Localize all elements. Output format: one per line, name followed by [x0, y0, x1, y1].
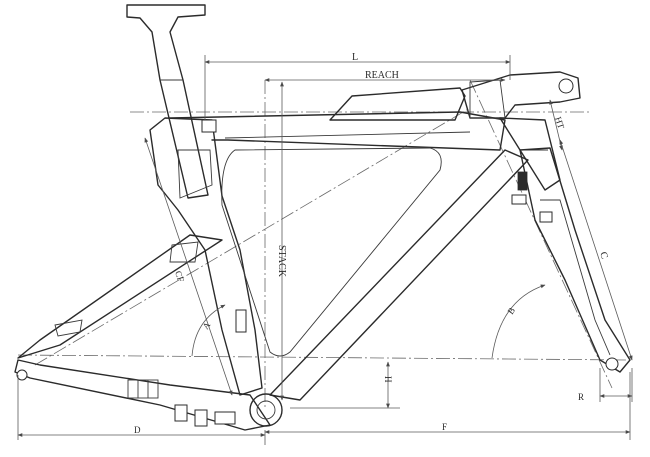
label-ht: HT — [553, 116, 566, 131]
dim-h: H — [290, 361, 400, 409]
dim-l: L — [204, 52, 511, 120]
dim-a: A — [191, 304, 226, 357]
dim-d: D — [17, 375, 266, 445]
seat-stay — [17, 234, 223, 359]
dim-stack: STACK — [276, 81, 287, 401]
down-tube — [269, 149, 529, 401]
dim-c: C — [559, 139, 633, 361]
dim-f: F — [264, 372, 631, 440]
dim-b: B — [491, 284, 546, 359]
label-l: L — [352, 52, 358, 63]
label-c: C — [597, 251, 610, 261]
dim-reach: REACH — [264, 70, 506, 82]
dim-r: R — [578, 368, 633, 402]
bottom-bracket — [174, 393, 283, 427]
seatpost — [126, 4, 209, 199]
dim-cf: CF — [144, 137, 233, 396]
fork — [511, 147, 631, 373]
label-d: D — [134, 425, 141, 435]
label-reach: REACH — [365, 70, 399, 81]
label-r: R — [578, 392, 584, 402]
head-tube-and-cockpit — [329, 71, 581, 191]
label-h: H — [383, 376, 393, 383]
center-lines — [17, 79, 631, 410]
top-tube — [169, 111, 506, 151]
label-b: B — [505, 305, 517, 316]
label-a: A — [200, 320, 212, 331]
label-stack: STACK — [276, 245, 287, 278]
seat-tube — [149, 117, 263, 396]
label-f: F — [442, 422, 447, 432]
label-cf: CF — [173, 270, 186, 284]
dim-ht: HT — [549, 99, 566, 151]
